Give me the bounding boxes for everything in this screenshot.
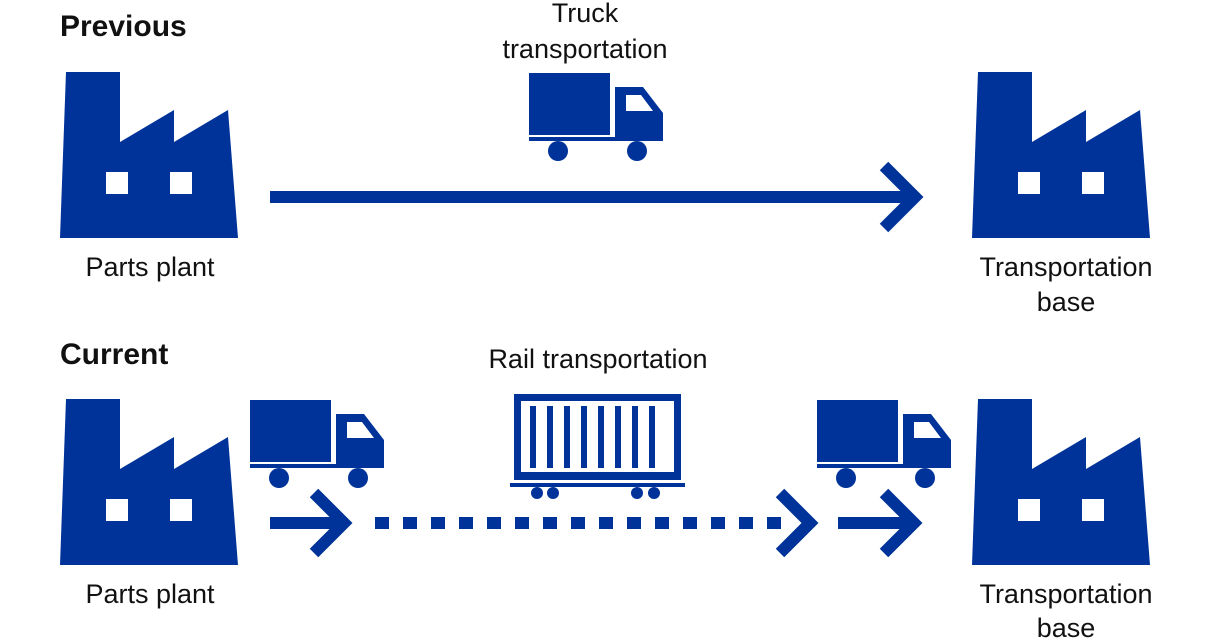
- current-transportation-base-label-line1: Transportation: [979, 579, 1153, 609]
- rail-transportation-label: Rail transportation: [488, 344, 708, 374]
- previous-heading: Previous: [60, 10, 187, 43]
- dotted-arrow-icon: [375, 488, 819, 558]
- previous-parts-plant-factory-icon: [60, 72, 238, 238]
- current-parts-plant-factory-icon: [60, 399, 238, 565]
- current-second-truck-icon: [817, 400, 951, 488]
- previous-truck-icon: [529, 73, 663, 161]
- current-transportation-base-factory-icon: [972, 399, 1150, 565]
- current-transportation-base-label-line2: base: [1036, 613, 1096, 643]
- previous-parts-plant-label: Parts plant: [85, 252, 215, 282]
- current-heading: Current: [60, 338, 169, 371]
- truck-transportation-label-line1: Truck: [551, 0, 619, 28]
- truck-transportation-label-line2: transportation: [502, 34, 668, 64]
- previous-arrow-right-icon: [270, 161, 924, 233]
- current-first-arrow-right-icon: [270, 488, 353, 558]
- current-first-truck-icon: [250, 400, 384, 488]
- current-parts-plant-label: Parts plant: [85, 579, 215, 609]
- freight-railcar-icon: [510, 394, 685, 499]
- previous-transportation-base-factory-icon: [972, 72, 1150, 238]
- previous-transportation-base-label-line2: base: [1036, 287, 1096, 317]
- current-second-arrow-right-icon: [838, 488, 923, 558]
- previous-transportation-base-label-line1: Transportation: [979, 252, 1153, 282]
